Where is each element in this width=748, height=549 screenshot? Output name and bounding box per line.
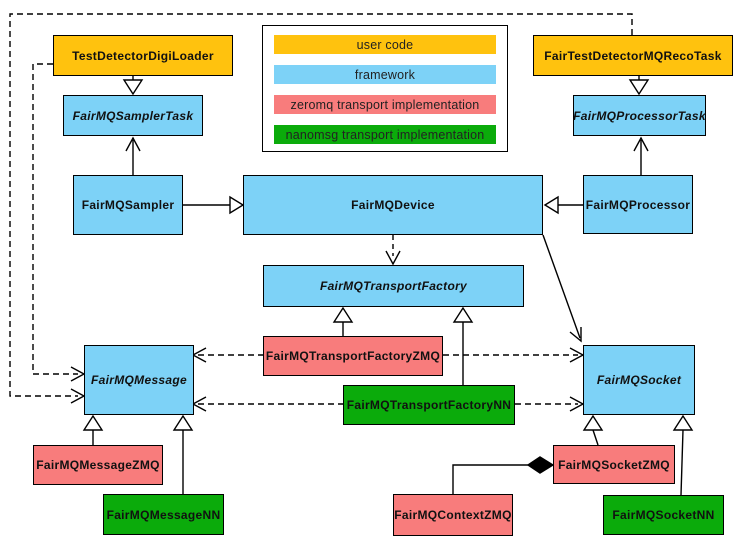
edge-contextzmq-to-socketzmq bbox=[452, 456, 555, 494]
edge-factoryzmq-to-socket bbox=[443, 347, 585, 363]
legend-label: framework bbox=[354, 67, 416, 82]
edge-messagenn-to-message bbox=[172, 414, 194, 494]
class-fairmqcontextzmq: FairMQContextZMQ bbox=[393, 494, 513, 536]
edge-socketnn-to-socket bbox=[672, 414, 694, 496]
legend-item-framework: framework bbox=[274, 65, 496, 84]
class-fairmqtransportfactorynn: FairMQTransportFactoryNN bbox=[343, 385, 515, 425]
edge-factoryzmq-to-message bbox=[191, 347, 263, 363]
legend-item-user-code: user code bbox=[274, 35, 496, 54]
edge-processor-to-device bbox=[543, 195, 583, 215]
class-testdetectordigiloader: TestDetectorDigiLoader bbox=[53, 35, 233, 76]
edge-sampler-to-samplertask bbox=[125, 136, 141, 175]
class-fairmqdevice: FairMQDevice bbox=[243, 175, 543, 235]
legend-item-nanomsg: nanomsg transport implementation bbox=[274, 125, 496, 144]
edge-messagezmq-to-message bbox=[82, 414, 104, 445]
edge-factoryzmq-to-factory bbox=[332, 306, 354, 336]
class-fairmqsocketnn: FairMQSocketNN bbox=[603, 495, 724, 535]
edge-digiloader-to-samplertask bbox=[122, 75, 144, 96]
class-fairmqmessagenn: FairMQMessageNN bbox=[103, 494, 224, 535]
edge-factorynn-to-message bbox=[191, 396, 343, 412]
class-fairtestdetectormqrecotask: FairTestDetectorMQRecoTask bbox=[533, 35, 733, 76]
class-fairmqprocessor: FairMQProcessor bbox=[583, 175, 693, 234]
edge-sampler-to-device bbox=[183, 195, 245, 215]
class-fairmqsamplertask: FairMQSamplerTask bbox=[63, 95, 203, 136]
legend-label: zeromq transport implementation bbox=[290, 97, 480, 112]
class-fairmqmessage: FairMQMessage bbox=[84, 345, 194, 415]
class-fairmqsampler: FairMQSampler bbox=[73, 175, 183, 235]
edge-factorynn-to-factory bbox=[452, 306, 474, 385]
legend-item-zeromq: zeromq transport implementation bbox=[274, 95, 496, 114]
legend-label: user code bbox=[356, 37, 414, 52]
edge-device-to-transportfactory bbox=[385, 235, 401, 266]
edge-processor-to-processortask bbox=[633, 136, 649, 175]
edge-socketzmq-to-socket bbox=[582, 414, 604, 446]
legend: user code framework zeromq transport imp… bbox=[262, 25, 508, 152]
class-fairmqsocket: FairMQSocket bbox=[583, 345, 695, 415]
class-fairmqprocessortask: FairMQProcessorTask bbox=[573, 95, 706, 136]
edge-factorynn-to-socket bbox=[515, 396, 585, 412]
class-fairmqmessagezmq: FairMQMessageZMQ bbox=[33, 445, 163, 485]
class-fairmqsocketzmq: FairMQSocketZMQ bbox=[553, 445, 675, 484]
class-fairmqtransportfactoryzmq: FairMQTransportFactoryZMQ bbox=[263, 336, 443, 376]
class-fairmqtransportfactory: FairMQTransportFactory bbox=[263, 265, 524, 307]
legend-label: nanomsg transport implementation bbox=[285, 127, 485, 142]
edge-device-to-socket bbox=[542, 234, 582, 343]
edge-recotask-to-processortask bbox=[628, 75, 650, 96]
